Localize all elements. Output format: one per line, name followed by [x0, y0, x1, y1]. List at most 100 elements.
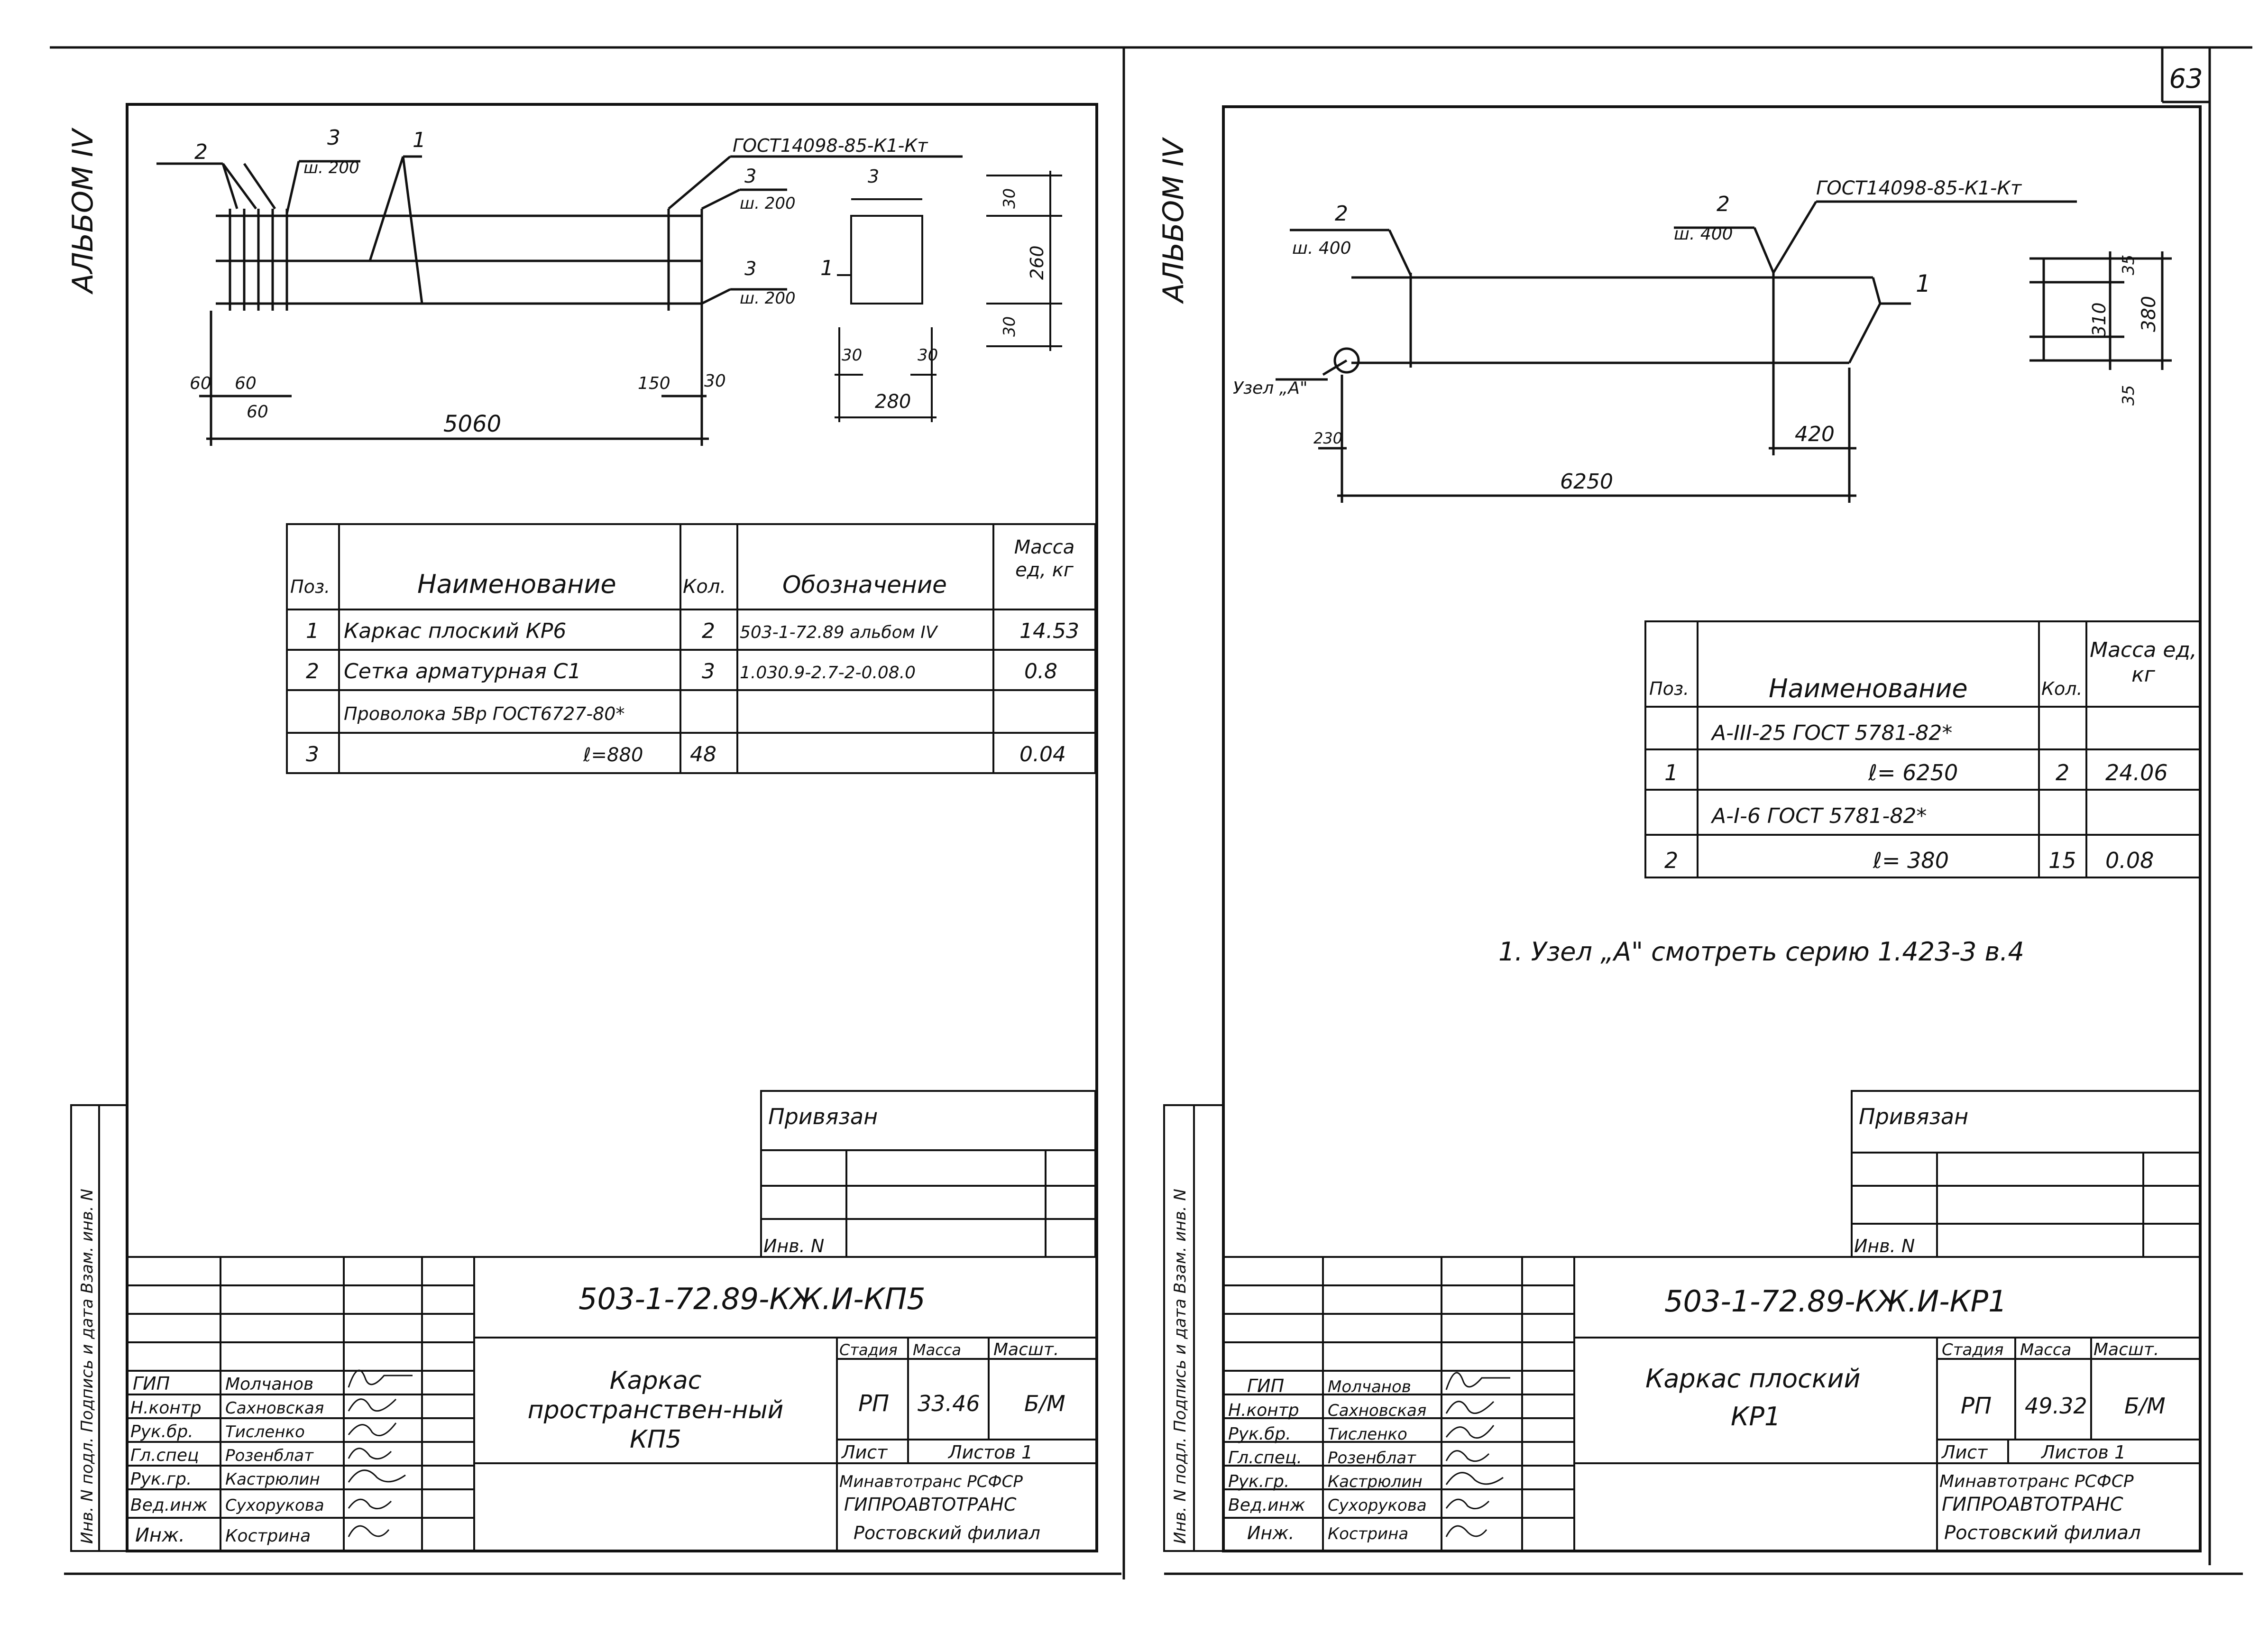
left-dim-30: 30 [704, 371, 726, 391]
left-dim-60c: 60 [247, 402, 268, 422]
left-staff-role-7: Инж. [135, 1524, 185, 1546]
right-scale-h: Масшт. [2094, 1340, 2159, 1359]
right-pos-2b-spacing: ш. 400 [1674, 224, 1733, 244]
right-sheets-h: Листов 1 [2040, 1442, 2126, 1463]
left-spacing-200: ш. 200 [303, 158, 359, 177]
left-sheets-h: Листов 1 [947, 1442, 1033, 1463]
left-dim-60b: 60 [235, 374, 257, 393]
right-staff-name-4: Розенблат [1328, 1449, 1416, 1468]
right-spec-h-mass-box: Масса ед, кг [2090, 638, 2197, 687]
right-pos-2a: 2 [1335, 202, 1348, 226]
left-sec-dim-30-top: 30 [1000, 188, 1019, 209]
right-stage-h: Стадия [1942, 1340, 2003, 1359]
right-org-2: ГИПРОАВТОТРАНС [1942, 1494, 2123, 1515]
right-spec-h-name: Наименование [1769, 674, 1968, 703]
right-staff-name-5: Кастрюлин [1328, 1472, 1423, 1491]
right-dim-6250: 6250 [1560, 470, 1613, 494]
left-dim-60a: 60 [190, 374, 211, 393]
left-sec-dim-30-l: 30 [842, 346, 862, 365]
right-sheet-h: Лист [1941, 1442, 1988, 1463]
right-mass: 49.32 [2025, 1393, 2087, 1419]
right-staff-name-6: Сухорукова [1328, 1496, 1427, 1515]
left-org-3: Ростовский филиал [854, 1523, 1040, 1543]
left-spec-r2-qty: 3 [702, 659, 715, 683]
left-sec-dim-260: 260 [1027, 245, 1047, 280]
left-pos-1: 1 [413, 128, 426, 152]
right-scale: Б/М [2124, 1393, 2166, 1419]
left-spec-h-pos: Поз. [290, 576, 330, 597]
left-spec-r2-doc: 1.030.9-2.7-2-0.08.0 [740, 663, 916, 683]
right-privyazan: Привязан [1859, 1104, 1968, 1129]
right-org-1: Минавтотранс РСФСР [1939, 1472, 2134, 1491]
right-spec-r4-pos: 2 [1664, 848, 1678, 873]
right-staff-role-6: Вед.инж [1228, 1496, 1305, 1515]
right-note: 1. Узел „А" смотреть серию 1.423-3 в.4 [1498, 937, 2024, 967]
left-staff-role-2: Н.контр [130, 1398, 202, 1418]
left-privyazan: Привязан [768, 1104, 878, 1129]
left-staff-name-7: Кострина [225, 1526, 311, 1546]
left-spec-h-mass: Масса ед, кг [1014, 536, 1075, 581]
left-spec-r4-pos: 3 [306, 742, 319, 766]
right-title-code: 503-1-72.89-КЖ.И-КР1 [1664, 1284, 2007, 1319]
right-staff-name-1: Молчанов [1328, 1377, 1411, 1396]
left-title-block [126, 1256, 1098, 1552]
left-spec-r1-qty: 2 [702, 619, 715, 643]
right-title-name-2: КР1 [1731, 1402, 1781, 1431]
right-staff-name-7: Кострина [1328, 1524, 1408, 1543]
left-spec-r1-mass: 14.53 [1019, 619, 1079, 643]
left-staff-role-5: Рук.гр. [130, 1469, 192, 1489]
left-sheet: АЛЬБОМ IV Инв. N подл. Подпись и дата Вз… [66, 103, 1098, 1552]
right-staff-name-2: Сахновская [1328, 1401, 1426, 1420]
right-album-label: АЛЬБОМ IV [1157, 137, 1190, 304]
right-pos-1: 1 [1916, 270, 1931, 297]
right-staff-role-7: Инж. [1247, 1523, 1295, 1543]
left-sec-pos-3: 3 [868, 166, 879, 187]
left-staff-name-4: Розенблат [225, 1446, 314, 1465]
left-staff-role-4: Гл.спец [130, 1446, 199, 1465]
left-spec-r4-qty: 48 [690, 742, 716, 766]
left-dim-150: 150 [638, 374, 670, 393]
right-inv-n: Инв. N [1854, 1236, 1915, 1256]
right-sec-35-top: 35 [2119, 255, 2138, 275]
right-gost-weld: ГОСТ14098-85-К1-Кт [1816, 177, 2022, 199]
right-frame [1222, 105, 2202, 1552]
left-spec-r2-name: Сетка арматурная С1 [344, 659, 581, 683]
left-title-name-box: Каркас пространствен-ный КП5 [528, 1366, 784, 1454]
left-section [835, 171, 1062, 422]
left-frame-drawing [156, 155, 963, 446]
left-callout-3b-spacing: ш. 200 [740, 289, 796, 308]
left-sec-dim-280: 280 [875, 391, 911, 413]
right-dim-230: 230 [1313, 429, 1342, 447]
left-dim-5060: 5060 [443, 411, 501, 437]
right-frame-drawing [1276, 200, 2172, 503]
right-stage: РП [1961, 1393, 1992, 1419]
right-spec-r2-name: ℓ= 6250 [1868, 760, 1958, 785]
left-callout-3a-spacing: ш. 200 [740, 194, 796, 213]
left-org-1: Минавтотранс РСФСР [839, 1472, 1023, 1491]
right-staff-list: ГИП Молчанов Н.контр Сахновская Рук.бр. … [1228, 1376, 1427, 1543]
right-side-labels: Инв. N подл. Подпись и дата Взам. инв. N [1171, 1189, 1190, 1544]
right-staff-role-1: ГИП [1247, 1376, 1284, 1396]
left-spec-r2-mass: 0.8 [1024, 659, 1057, 683]
left-spec-r1-doc: 503-1-72.89 альбом IV [740, 623, 938, 642]
right-pos-2a-spacing: ш. 400 [1292, 239, 1351, 258]
left-staff-name-2: Сахновская [225, 1399, 324, 1418]
left-spec-h-mass-box: Масса ед, кг [1014, 536, 1075, 581]
right-spec-r2-qty: 2 [2056, 760, 2069, 785]
left-title-code: 503-1-72.89-КЖ.И-КП5 [578, 1282, 926, 1316]
right-spec-h-pos: Поз. [1649, 678, 1689, 699]
right-sec-310: 310 [2089, 302, 2110, 337]
right-spec-r4-name: ℓ= 380 [1873, 848, 1949, 873]
right-signatures [1445, 1372, 1510, 1537]
right-spec-table [1644, 620, 2201, 878]
left-spec-h-doc: Обозначение [782, 571, 947, 599]
left-sec-dim-30-r: 30 [918, 346, 938, 365]
left-callout-3b: 3 [744, 258, 756, 280]
right-sec-380: 380 [2138, 296, 2160, 332]
left-mass-h: Масса [913, 1341, 961, 1359]
right-title-block [1222, 1256, 2201, 1552]
right-staff-name-3: Тисленко [1328, 1425, 1407, 1444]
left-spec-r1-name: Каркас плоский КР6 [344, 619, 566, 643]
left-sec-pos-1: 1 [820, 256, 834, 280]
